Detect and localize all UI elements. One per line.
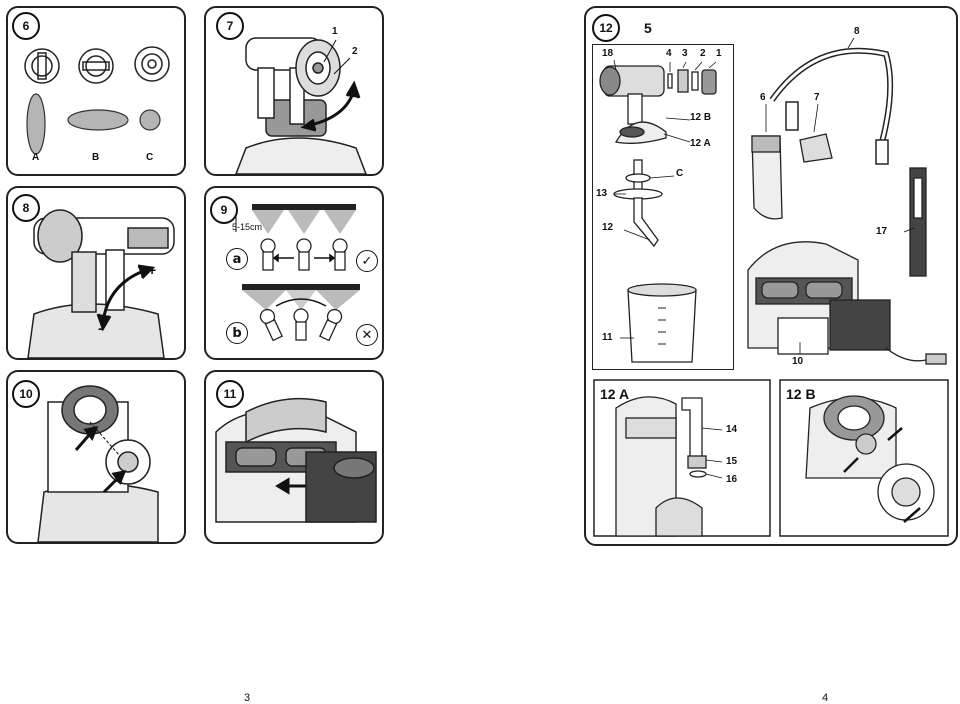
page-number-left: 3 [244,692,251,704]
page-number-right: 4 [822,692,829,704]
callout-13: 13 [596,188,608,199]
panel-9: 9 5-15cm a ✓ b ✕ [204,186,384,360]
motor-unit-icon [215,397,377,523]
callout-2: 2 [700,48,706,59]
check-icon: ✓ [356,250,378,272]
sub-b-title: 12 B [786,386,816,402]
panel-6: 6 A B C [6,6,186,176]
panel-12: 12 5 [584,6,958,546]
panel-badge: 9 [210,196,238,224]
callout-12a: 12 A [690,138,711,149]
panel-10: 10 [6,370,186,544]
callout-15: 15 [726,456,738,467]
callout-11: 11 [602,332,613,343]
badge-b: b [226,322,248,344]
arrow-icon [300,80,361,132]
callout-14: 14 [726,424,738,435]
callout-2: 2 [352,46,358,57]
badge-a: a [226,248,248,270]
pattern-label-a: A [32,152,40,163]
spray-pattern-icon [235,204,360,342]
panel-badge: 10 [12,380,40,408]
panel-badge: 11 [216,380,244,408]
callout-10: 10 [792,356,804,367]
callout-17: 17 [876,226,888,237]
nozzle-cap-icon [24,46,170,84]
panel-badge: 6 [12,12,40,40]
panel-badge: 12 [592,14,620,42]
callout-12: 12 [602,222,614,233]
group-label: 5 [644,20,652,36]
callout-7: 7 [814,92,820,103]
panel-badge: 7 [216,12,244,40]
pattern-label-c: C [146,152,154,163]
plus-mark: + [148,262,157,278]
pattern-label-b: B [92,152,100,163]
callout-1: 1 [332,26,338,37]
callout-1: 1 [716,48,722,59]
panel-8: 8 + - [6,186,186,360]
nozzle-cap-icon [37,385,159,542]
callout-3: 3 [682,48,688,59]
cross-icon: ✕ [356,324,378,346]
callout-8: 8 [854,26,860,37]
spray-pattern-icon [26,93,161,155]
arrow-icon [96,264,156,332]
callout-16: 16 [726,474,738,485]
sub-a-title: 12 A [600,386,630,402]
arrow-icon [74,425,127,494]
callout-4: 4 [666,48,672,59]
panel-badge: 8 [12,194,40,222]
callout-18: 18 [602,48,614,59]
spray-gun-icon [27,209,175,358]
exploded-gun-icon [593,37,949,537]
distance-label: 5-15cm [232,222,263,232]
callout-12b: 12 B [690,112,712,123]
panel-7: 7 1 2 [204,6,384,176]
minus-mark: - [98,320,103,336]
gun-parts-box [592,44,734,370]
arrow-icon [275,477,306,495]
callout-6: 6 [760,92,766,103]
panel-11: 11 [204,370,384,544]
spray-gun-icon [235,37,367,174]
callout-c: C [676,168,684,179]
